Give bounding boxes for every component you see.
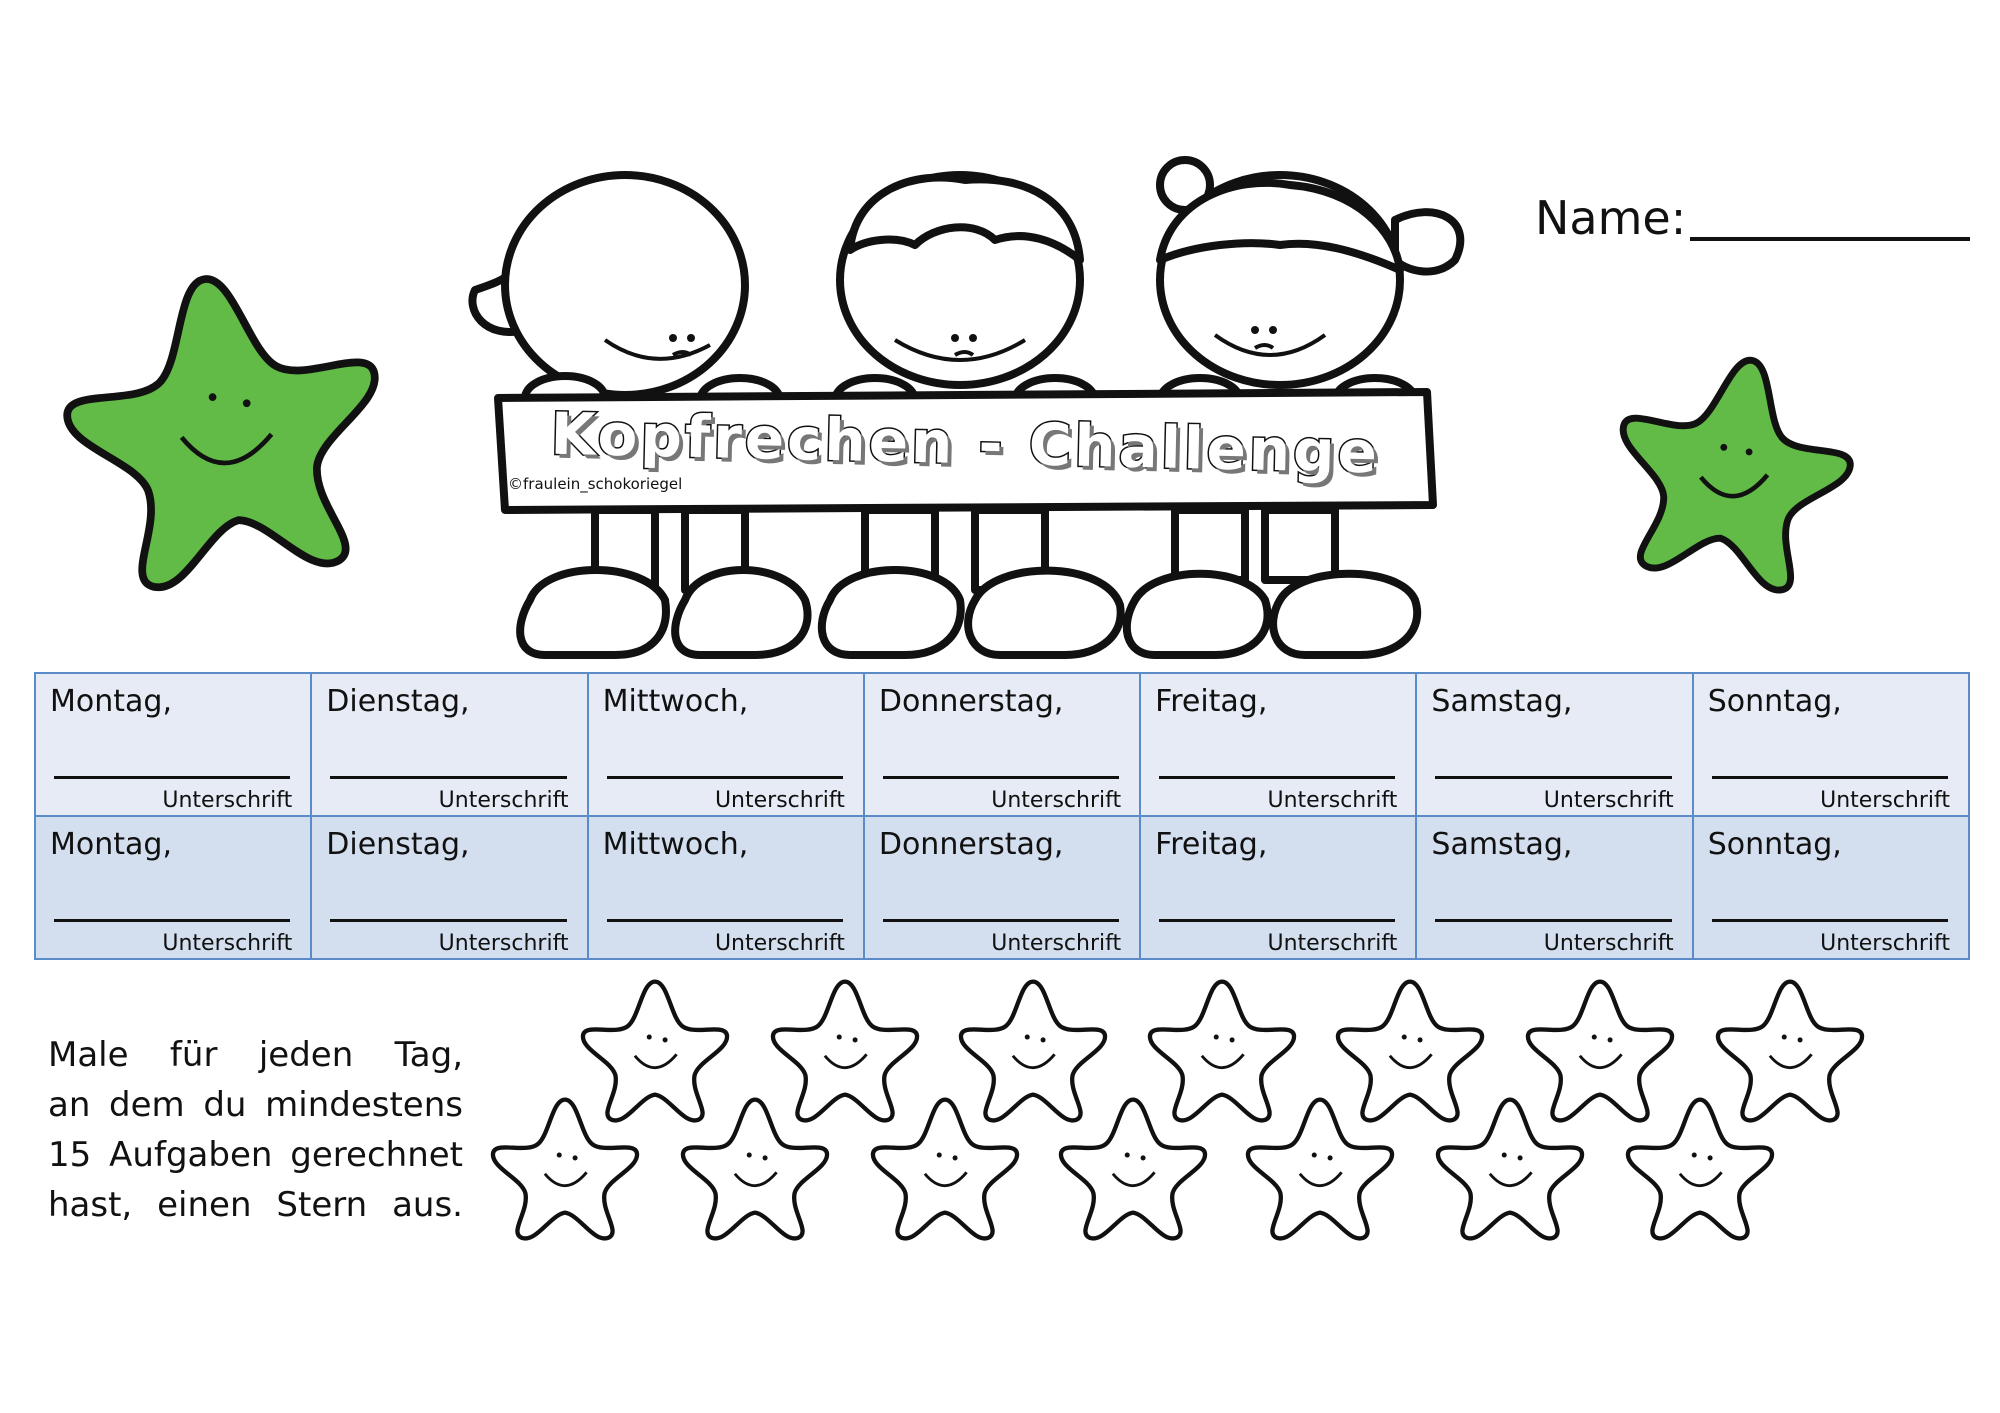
outline-star-icon[interactable]: [580, 979, 730, 1123]
day-label: Mittwoch,: [602, 827, 749, 862]
signature-line: [606, 919, 843, 922]
outline-star-icon[interactable]: [490, 1097, 640, 1241]
day-label: Donnerstag,: [878, 684, 1064, 719]
day-cell[interactable]: Samstag, Unterschrift: [1415, 672, 1694, 817]
day-cell[interactable]: Montag, Unterschrift: [33, 815, 313, 960]
signature-line: [1159, 776, 1396, 779]
signature-label: Unterschrift: [991, 788, 1122, 813]
day-label: Donnerstag,: [878, 827, 1064, 862]
signature-label: Unterschrift: [1543, 931, 1674, 956]
day-cell[interactable]: Donnerstag, Unterschrift: [862, 815, 1142, 960]
day-label: Sonntag,: [1707, 684, 1842, 719]
outline-star-icon[interactable]: [1245, 1097, 1395, 1241]
signature-label: Unterschrift: [1267, 931, 1398, 956]
signature-label: Unterschrift: [438, 788, 569, 813]
outline-star-icon[interactable]: [770, 979, 920, 1123]
day-cell[interactable]: Donnerstag, Unterschrift: [862, 672, 1142, 817]
day-label: Freitag,: [1155, 827, 1268, 862]
day-cell[interactable]: Sonntag, Unterschrift: [1691, 815, 1971, 960]
day-cell[interactable]: Dienstag, Unterschrift: [310, 672, 589, 817]
signature-line: [606, 776, 843, 779]
instruction-line: hast, einen Stern aus.: [48, 1185, 463, 1225]
day-label: Sonntag,: [1707, 827, 1842, 862]
outline-star-icon[interactable]: [1525, 979, 1675, 1123]
day-cell[interactable]: Dienstag, Unterschrift: [310, 815, 589, 960]
instructions: Male für jeden Tag, an dem du mindestens…: [48, 1030, 463, 1230]
signature-line: [1435, 919, 1672, 922]
signature-label: Unterschrift: [1820, 788, 1950, 813]
day-cell[interactable]: Freitag, Unterschrift: [1139, 672, 1418, 817]
signature-label: Unterschrift: [1820, 931, 1950, 956]
green-star-icon-left: [63, 275, 379, 591]
signature-line: [330, 776, 567, 779]
instruction-line: Male für jeden Tag,: [48, 1035, 463, 1075]
signature-label: Unterschrift: [162, 931, 293, 956]
banner: Kopfrechen - Challenge ©fraulein_schokor…: [498, 395, 1433, 505]
children-illustration: [468, 156, 1465, 659]
signature-label: Unterschrift: [162, 788, 293, 813]
day-label: Samstag,: [1431, 827, 1573, 862]
day-label: Montag,: [50, 684, 172, 719]
day-label: Dienstag,: [326, 684, 470, 719]
day-cell[interactable]: Mittwoch, Unterschrift: [586, 672, 865, 817]
signature-line: [882, 919, 1120, 922]
outline-star-icon[interactable]: [1435, 1097, 1585, 1241]
day-cell[interactable]: Samstag, Unterschrift: [1415, 815, 1694, 960]
signature-label: Unterschrift: [714, 931, 845, 956]
signature-label: Unterschrift: [1267, 788, 1398, 813]
day-label: Mittwoch,: [602, 684, 749, 719]
signature-line: [1711, 919, 1948, 922]
signature-line: [330, 919, 567, 922]
day-label: Montag,: [50, 827, 172, 862]
day-cell[interactable]: Freitag, Unterschrift: [1139, 815, 1418, 960]
signature-label: Unterschrift: [1543, 788, 1674, 813]
signature-line: [1711, 776, 1948, 779]
green-star-icon-right: [1619, 356, 1854, 594]
name-underline[interactable]: [1690, 197, 1971, 241]
signature-label: Unterschrift: [714, 788, 845, 813]
name-label: Name:: [1535, 191, 1687, 245]
outline-star-icon[interactable]: [1715, 979, 1865, 1123]
instruction-line: an dem du mindestens: [48, 1085, 463, 1125]
signature-line: [1435, 776, 1672, 779]
signature-line: [54, 919, 291, 922]
outline-star-icon[interactable]: [870, 1097, 1020, 1241]
credit-text: ©fraulein_schokoriegel: [508, 475, 683, 493]
outline-star-icon[interactable]: [1335, 979, 1485, 1123]
instruction-line: 15 Aufgaben gerechnet: [48, 1135, 463, 1175]
outline-star-icon[interactable]: [680, 1097, 830, 1241]
signature-label: Unterschrift: [991, 931, 1122, 956]
weekly-calendar: Montag, Unterschrift Dienstag, Unterschrif…: [33, 672, 1971, 960]
outline-star-icon[interactable]: [1058, 1097, 1208, 1241]
week-row-1: Montag, Unterschrift Dienstag, Unterschrif…: [33, 672, 1971, 817]
week-row-2: Montag, Unterschrift Dienstag, Unterschrif…: [33, 815, 1971, 960]
outline-star-icon[interactable]: [1147, 979, 1297, 1123]
day-label: Freitag,: [1155, 684, 1268, 719]
outline-star-icon[interactable]: [1625, 1097, 1775, 1241]
outline-star-icon[interactable]: [958, 979, 1108, 1123]
signature-line: [54, 776, 291, 779]
signature-line: [1159, 919, 1396, 922]
day-label: Samstag,: [1431, 684, 1573, 719]
day-cell[interactable]: Mittwoch, Unterschrift: [586, 815, 865, 960]
signature-line: [882, 776, 1120, 779]
day-cell[interactable]: Montag, Unterschrift: [33, 672, 313, 817]
name-field: Name:: [1535, 191, 1971, 245]
day-cell[interactable]: Sonntag, Unterschrift: [1691, 672, 1971, 817]
signature-label: Unterschrift: [438, 931, 569, 956]
day-label: Dienstag,: [326, 827, 470, 862]
